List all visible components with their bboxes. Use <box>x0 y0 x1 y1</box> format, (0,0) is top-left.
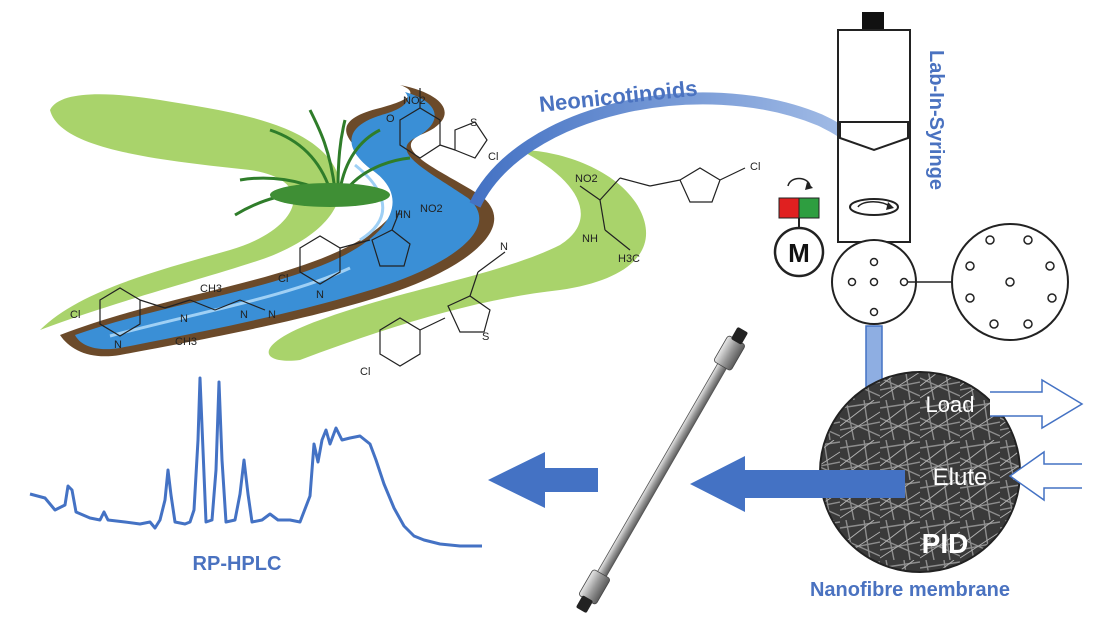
elute-label: Elute <box>933 464 988 491</box>
atom-cl: Cl <box>360 366 370 378</box>
atom-cl: Cl <box>488 151 498 163</box>
port-valve-center <box>1005 277 1015 287</box>
motor-magnet-red <box>778 197 800 219</box>
valve-body <box>831 239 917 325</box>
port-valve-body <box>951 223 1069 341</box>
atom-n: N <box>500 241 508 253</box>
nanofibre-membrane-disc <box>820 372 1020 572</box>
atom-nh: NH <box>582 233 598 245</box>
port-valve-port <box>989 319 999 329</box>
atom-n: N <box>180 313 188 325</box>
molecule-thiamethoxam <box>399 88 488 159</box>
stir-rotation-arrowhead <box>886 202 894 210</box>
chromatogram-trace <box>29 376 482 548</box>
membrane-to-column-arrow <box>690 456 905 512</box>
atom-cl: Cl <box>278 273 288 285</box>
molecule-thiacloprid <box>379 251 506 367</box>
valve-port <box>869 257 879 267</box>
load-outlet-arrow <box>990 378 1084 430</box>
atom-s: S <box>470 117 477 129</box>
atom-o: O <box>386 113 395 125</box>
stir-bar-icon <box>849 198 899 216</box>
port-valve-port <box>1023 235 1033 245</box>
selection-port-valve <box>951 223 1069 341</box>
hplc-column <box>576 327 748 613</box>
atom-cl: Cl <box>750 161 760 173</box>
port-valve-port <box>1047 293 1057 303</box>
motor-label: M <box>788 238 810 268</box>
molecule-acetamiprid <box>99 287 266 337</box>
port-valve-port <box>965 293 975 303</box>
atom-no2: NO2 <box>403 95 426 107</box>
chemical-structures <box>99 88 746 367</box>
grass-bank <box>40 94 341 330</box>
rotary-valve <box>831 239 917 325</box>
valve-port <box>899 277 909 287</box>
motor: M <box>773 177 825 278</box>
atom-ch3: CH3 <box>175 336 197 348</box>
grass-base <box>270 183 390 207</box>
atom-s: S <box>482 331 489 343</box>
lab-in-syringe-label: Lab-In-Syringe <box>925 50 947 190</box>
atom-n: N <box>240 309 248 321</box>
elute-inlet-arrow <box>1008 450 1082 502</box>
rp-hplc-label: RP-HPLC <box>193 553 282 575</box>
port-valve-port <box>965 261 975 271</box>
nanofibre-membrane-label: Nanofibre membrane <box>810 579 1010 601</box>
column-to-hplc-arrow <box>488 452 598 508</box>
port-valve-port <box>985 235 995 245</box>
molecule-imidacloprid <box>299 209 411 285</box>
chemical-atom-labels: Cl N N CH3 CH3 N N Cl N HN NO2 NO2 Cl S … <box>70 95 760 378</box>
grass-bank-lower <box>268 150 647 361</box>
port-valve-port <box>1045 261 1055 271</box>
atom-n: N <box>268 309 276 321</box>
motor-rotation-arrowhead <box>805 182 813 190</box>
atom-h3c: H3C <box>618 253 640 265</box>
syringe: Lab-In-Syringe <box>837 12 947 243</box>
atom-cl: Cl <box>70 309 80 321</box>
motor-magnet-green <box>798 197 820 219</box>
valve-port <box>869 307 879 317</box>
atom-hn: HN <box>395 209 411 221</box>
motor-rotation-icon <box>787 177 811 187</box>
port-valve-port <box>1023 319 1033 329</box>
atom-n: N <box>316 289 324 301</box>
river-water <box>75 92 480 350</box>
syringe-plunger-head <box>839 121 909 152</box>
load-label: Load <box>926 392 975 417</box>
atom-no2: NO2 <box>420 203 443 215</box>
valve-port <box>847 277 857 287</box>
river-landscape <box>40 85 647 361</box>
atom-ch3: CH3 <box>200 283 222 295</box>
atom-n: N <box>114 339 122 351</box>
pid-label: PID <box>922 528 969 559</box>
motor-body <box>773 226 825 278</box>
valve-port <box>869 277 879 287</box>
atom-no2: NO2 <box>575 173 598 185</box>
molecule-clothianidin <box>579 167 746 251</box>
